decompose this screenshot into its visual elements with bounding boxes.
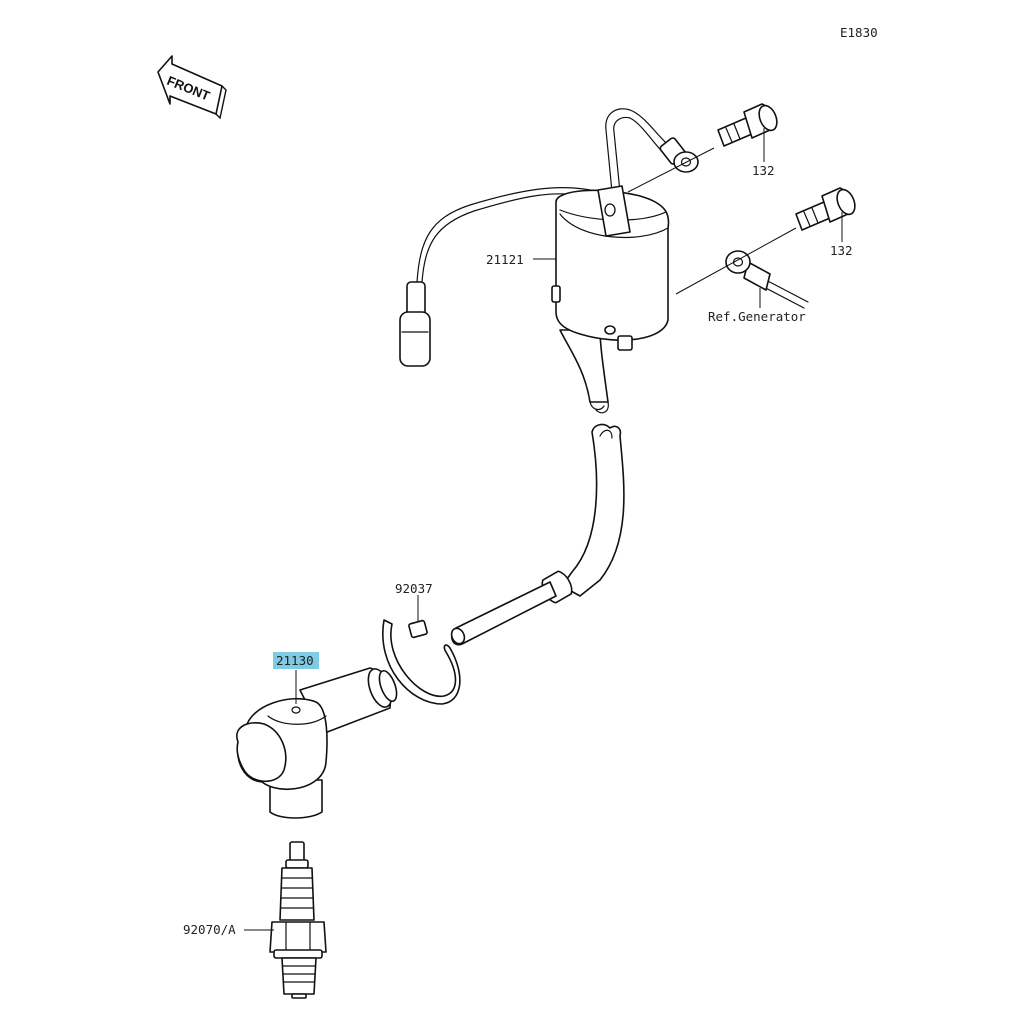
bolt-upper[interactable] (717, 103, 780, 147)
part-number-spark-plug[interactable]: 92070/A (183, 922, 236, 937)
bolt-lower[interactable] (795, 187, 858, 231)
spark-plug[interactable] (269, 841, 327, 999)
clamp (382, 619, 461, 705)
spark-plug-cap[interactable] (236, 666, 400, 819)
part-number-clamp[interactable]: 92037 (395, 581, 433, 596)
part-number-bolt-lower[interactable]: 132 (830, 243, 853, 258)
diagram-code: E1830 (840, 25, 878, 40)
part-number-ignition-coil[interactable]: 21121 (486, 252, 524, 267)
part-number-spark-plug-cap[interactable]: 21130 (276, 653, 314, 668)
front-arrow-icon: FRONT (157, 55, 227, 120)
part-number-bolt-upper[interactable]: 132 (752, 163, 775, 178)
high-tension-lead (450, 423, 625, 646)
part-number-generator-ref[interactable]: Ref.Generator (708, 309, 806, 324)
ignition-coil[interactable] (399, 108, 699, 414)
part-number-highlight (273, 652, 319, 669)
leader-lines (244, 128, 843, 931)
